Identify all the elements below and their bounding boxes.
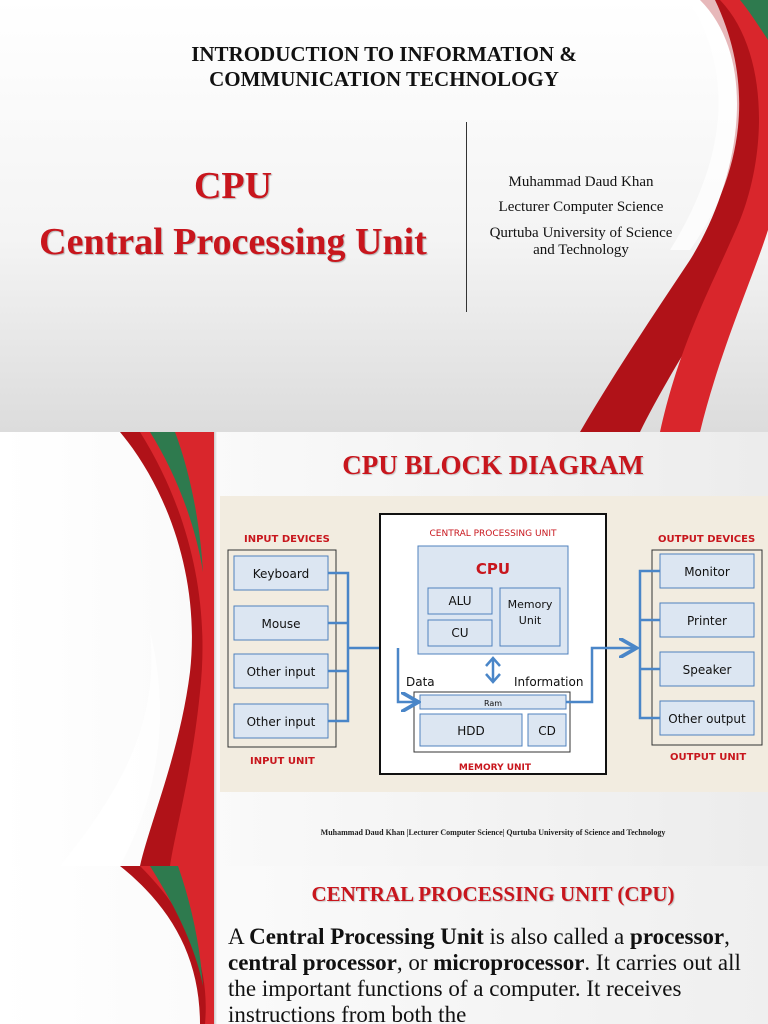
memory-unit-box: Memory Unit <box>499 587 561 647</box>
output-item-label: Other output <box>668 712 746 726</box>
alu-box: ALU <box>427 587 493 615</box>
input-item-other-1: Other input <box>233 653 329 689</box>
ram-label: Ram <box>484 699 502 708</box>
term-cpu: Central Processing Unit <box>249 924 484 949</box>
text-run: , or <box>396 950 434 975</box>
text-run: A <box>228 924 250 949</box>
information-label: Information <box>514 675 583 689</box>
alu-label: ALU <box>448 594 471 608</box>
left-ribbon-decoration <box>60 432 216 866</box>
output-item-printer: Printer <box>659 602 755 638</box>
author-org-line1: Qurtuba University of Science <box>489 225 673 241</box>
slide-footer: Muhammad Daud Khan |Lecturer Computer Sc… <box>320 828 666 837</box>
output-item-label: Printer <box>687 614 727 628</box>
input-item-keyboard: Keyboard <box>233 555 329 591</box>
output-item-other: Other output <box>659 700 755 736</box>
vertical-divider <box>466 122 467 312</box>
output-item-monitor: Monitor <box>659 553 755 589</box>
memory-unit-caption: MEMORY UNIT <box>459 763 532 773</box>
input-item-label: Other input <box>247 715 316 729</box>
output-devices-heading: OUTPUT DEVICES <box>658 534 755 545</box>
term-microprocessor: microprocessor <box>433 950 585 975</box>
course-header-line1: INTRODUCTION TO INFORMATION & <box>191 42 577 66</box>
cpu-block-diagram: INPUT DEVICES Keyboard Mouse Other input… <box>220 496 768 792</box>
input-item-label: Keyboard <box>253 567 309 581</box>
block-diagram-svg: INPUT DEVICES Keyboard Mouse Other input… <box>227 513 763 775</box>
memory-unit-label-2: Unit <box>519 614 542 627</box>
slide-title-full: Central Processing Unit <box>39 221 427 263</box>
block-diagram-slide: CPU BLOCK DIAGRAM INPUT DEVICES Keyboard… <box>0 432 768 866</box>
definition-paragraph: A Central Processing Unit is also called… <box>228 924 758 1024</box>
course-header-line2: COMMUNICATION TECHNOLOGY <box>209 67 559 91</box>
input-item-label: Other input <box>247 665 316 679</box>
input-devices-heading: INPUT DEVICES <box>244 534 330 545</box>
hdd-label: HDD <box>457 724 485 738</box>
definition-slide-title: CENTRAL PROCESSING UNIT (CPU) <box>311 882 675 906</box>
input-item-label: Mouse <box>262 617 301 631</box>
input-unit-caption: INPUT UNIT <box>250 756 315 767</box>
output-item-label: Monitor <box>684 565 730 579</box>
term-processor: processor <box>630 924 725 949</box>
cpu-memory-arrow <box>485 656 501 684</box>
term-central-processor: central processor <box>228 950 397 975</box>
red-ribbon-decoration <box>580 0 768 432</box>
author-org-line2: and Technology <box>533 242 629 258</box>
output-unit-frame <box>651 549 763 746</box>
author-name: Muhammad Daud Khan <box>508 174 654 190</box>
text-run: is also called a <box>483 924 631 949</box>
hdd-box: HDD <box>419 713 523 747</box>
slide-edge-divider <box>214 432 217 866</box>
slide-title-cpu: CPU <box>193 165 273 207</box>
ram-box: Ram <box>419 694 567 710</box>
slide-edge-divider <box>214 866 217 1024</box>
cpu-heading: CENTRAL PROCESSING UNIT <box>430 529 557 539</box>
cpu-label: CPU <box>476 560 510 578</box>
cd-label: CD <box>538 724 556 738</box>
output-item-label: Speaker <box>683 663 732 677</box>
input-unit-frame <box>227 549 337 748</box>
cu-label: CU <box>451 626 468 640</box>
input-item-other-2: Other input <box>233 703 329 739</box>
course-header: INTRODUCTION TO INFORMATION & COMMUNICAT… <box>0 42 768 92</box>
input-item-mouse: Mouse <box>233 605 329 641</box>
author-role: Lecturer Computer Science <box>498 199 664 215</box>
memory-unit-label-1: Memory <box>508 598 553 611</box>
cd-box: CD <box>527 713 567 747</box>
diagram-slide-title: CPU BLOCK DIAGRAM <box>342 450 644 480</box>
data-label: Data <box>406 675 435 689</box>
cpu-definition-slide: CENTRAL PROCESSING UNIT (CPU) A Central … <box>0 866 768 1024</box>
output-item-speaker: Speaker <box>659 651 755 687</box>
title-slide: INTRODUCTION TO INFORMATION & COMMUNICAT… <box>0 0 768 432</box>
output-connector <box>638 569 660 720</box>
text-run: . It carries out all the important funct… <box>228 950 741 1024</box>
data-flow-arrows <box>396 648 634 702</box>
output-unit-caption: OUTPUT UNIT <box>670 752 746 763</box>
cu-box: CU <box>427 619 493 647</box>
left-ribbon-decoration <box>120 866 216 1024</box>
text-run: , <box>724 924 730 949</box>
